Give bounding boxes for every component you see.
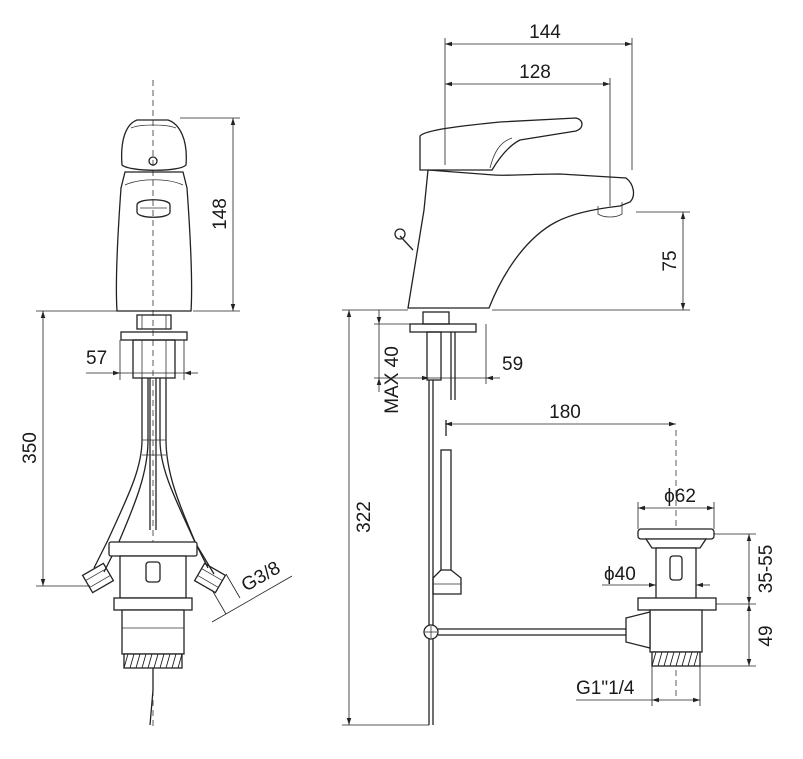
waste-body	[655, 547, 697, 601]
waste-cap	[637, 528, 715, 540]
label-waste-body-diameter: ϕ40	[604, 564, 636, 585]
front-hose-nut-left	[81, 562, 115, 594]
label-hose-thread: G3/8	[238, 558, 284, 597]
side-shank	[426, 331, 442, 381]
label-waste-distance: 180	[549, 402, 581, 423]
label-front-body-width: 57	[86, 348, 107, 369]
side-hose-nut	[432, 569, 462, 595]
label-deck-thickness: MAX 40	[382, 346, 403, 414]
label-waste-thread-length: 49	[756, 625, 777, 646]
front-bottom-thread	[123, 653, 183, 669]
side-lift-rod-knob	[394, 228, 406, 240]
side-spout-body	[407, 169, 635, 309]
front-handle-screw	[148, 156, 158, 166]
side-deck-plate	[409, 323, 477, 333]
label-hose-length: 350	[20, 432, 41, 464]
front-body	[115, 171, 193, 312]
front-handle	[120, 119, 187, 171]
label-front-height: 148	[210, 198, 231, 230]
front-rod	[149, 378, 157, 530]
side-aerator	[597, 202, 623, 218]
label-overall-reach: 144	[529, 22, 561, 43]
label-waste-adjust-range: 35-55	[756, 545, 777, 594]
label-rod-length: 322	[354, 501, 375, 533]
side-supply-hose	[440, 449, 452, 571]
side-handle-lever	[419, 117, 583, 171]
front-hose-nut-right	[193, 562, 227, 594]
front-connector-body	[119, 555, 187, 599]
label-waste-top-diameter: ϕ62	[664, 486, 696, 507]
front-hose-left	[93, 378, 143, 569]
label-rod-offset: 59	[502, 354, 523, 375]
front-shank	[132, 339, 176, 379]
front-flange-plate	[120, 331, 188, 341]
dim-hose-thread	[211, 575, 293, 623]
front-aerator	[136, 199, 171, 218]
label-spout-height: 75	[660, 250, 681, 271]
side-view: 144 128 75 59 MAX 40 322 180	[342, 22, 777, 726]
front-view: 148 57 350 G3/8	[20, 80, 293, 730]
label-waste-thread: G1"1/4	[576, 678, 635, 699]
front-connector-ring	[113, 597, 193, 611]
waste-ring	[637, 597, 717, 611]
waste-thread	[651, 651, 701, 667]
waste-sleeve	[649, 609, 703, 653]
front-connector-sleeve	[121, 609, 185, 655]
front-hose-right	[159, 378, 209, 569]
waste-side-port	[625, 611, 651, 649]
label-spout-reach: 128	[519, 62, 551, 83]
front-connector-top	[108, 541, 198, 557]
front-mount-nut	[136, 314, 172, 330]
